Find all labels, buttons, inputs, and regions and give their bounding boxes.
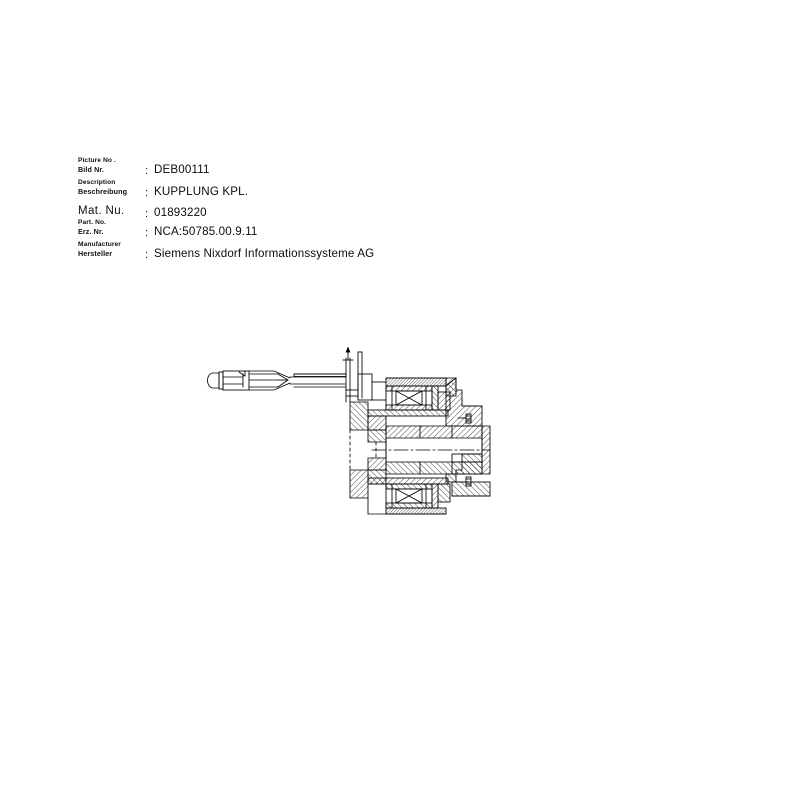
upper-seal-ring — [367, 391, 451, 417]
separator-picture-number: : — [145, 165, 149, 177]
value-picture-number: DEB00111 — [154, 163, 210, 176]
cable-harness — [248, 370, 347, 391]
cable-connector-plug — [207, 370, 250, 391]
separator-part-number: : — [145, 227, 149, 239]
value-description: KUPPLUNG KPL. — [154, 185, 249, 198]
lower-ball-bearing — [385, 483, 439, 509]
separator-material-number: : — [145, 208, 149, 220]
separator-manufacturer: : — [145, 249, 149, 261]
value-manufacturer: Siemens Nixdorf Informationssysteme AG — [154, 247, 375, 260]
upper-ball-bearing — [385, 385, 439, 411]
label-description-en: Description — [78, 179, 116, 186]
coil-winding — [385, 377, 447, 387]
value-part-number: NCA:50785.00.9.11 — [154, 225, 258, 238]
right-end-flange — [451, 405, 491, 497]
label-manufacturer-de: Hersteller — [78, 249, 113, 258]
label-material-number-de: Part. No. — [78, 219, 107, 226]
retaining-screw-upper — [457, 413, 472, 424]
clutch-cross-section-svg — [207, 346, 491, 515]
label-picture-no-de: Bild Nr. — [78, 165, 104, 174]
label-description-de: Beschreibung — [78, 187, 128, 196]
section-reference-ticks — [349, 429, 387, 471]
label-part-number-de: Erz. Nr. — [78, 227, 104, 236]
label-material-number-en: Mat. Nu. — [78, 205, 125, 217]
technical-drawing — [190, 330, 500, 530]
separator-description: : — [145, 187, 149, 199]
vertical-actuator-rod — [342, 346, 387, 403]
label-manufacturer-en: Manufacturer — [78, 241, 121, 248]
value-material-number: 01893220 — [154, 206, 207, 219]
lower-end-plate — [367, 497, 447, 515]
label-picture-no-en: Picture No . — [78, 157, 116, 164]
